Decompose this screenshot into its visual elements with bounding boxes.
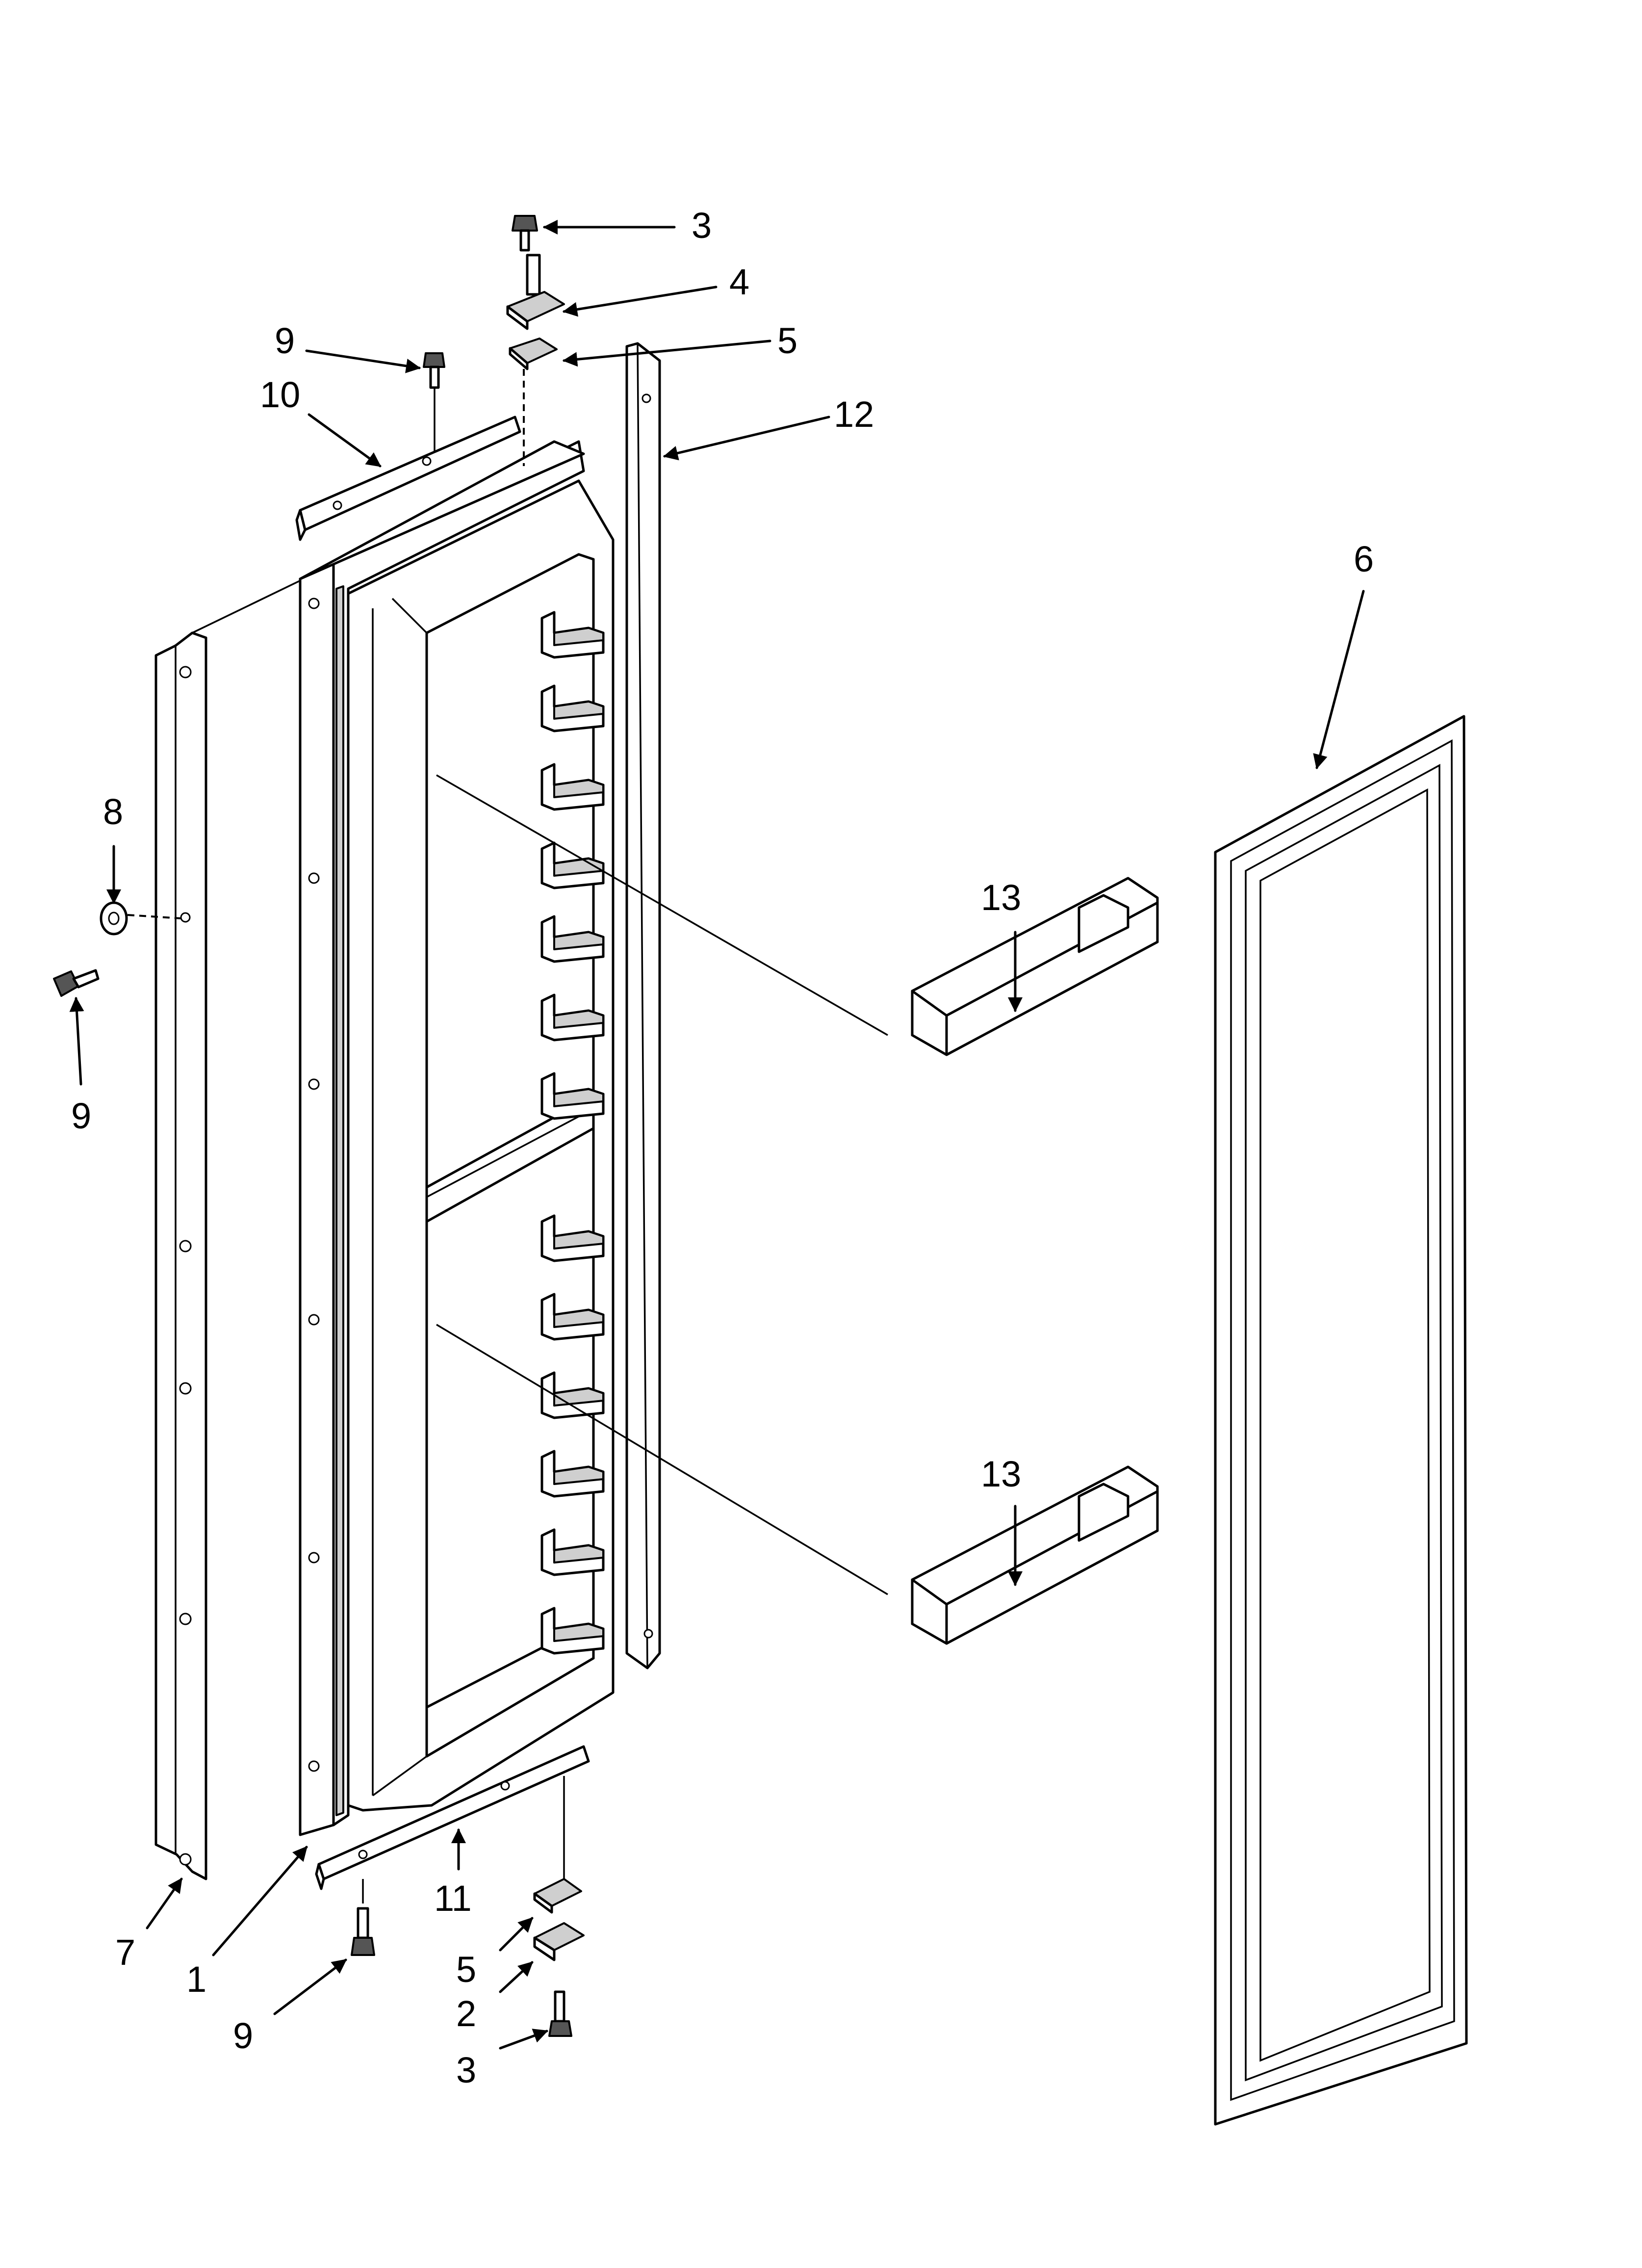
callout-5-top: 5: [777, 320, 797, 361]
callout-12: 12: [834, 394, 874, 435]
side-trim-panel: [154, 573, 314, 1880]
shelf-clip-face: [553, 1623, 604, 1642]
callout-1: 1: [186, 1959, 206, 2000]
bin-leader-upper: [436, 774, 888, 1036]
callout-3-top: 3: [692, 205, 712, 246]
bottom-bracket: [315, 1745, 590, 1890]
top-bracket: [295, 416, 521, 541]
bin-leader-lower: [436, 1324, 888, 1595]
callout-4: 4: [729, 261, 749, 302]
breaker-strip: [625, 342, 661, 1669]
leader-arrows: [69, 220, 1365, 2050]
shelf-clip-face: [553, 1230, 604, 1250]
callout-10: 10: [260, 374, 300, 415]
door-frame-assembly: [299, 440, 615, 1836]
callout-9-top: 9: [275, 320, 295, 361]
callout-11: 11: [434, 1878, 472, 1919]
shelf-clip-face: [553, 779, 604, 798]
shelf-clip-face: [553, 1309, 604, 1328]
callout-2: 2: [456, 1993, 476, 2034]
side-screw-washer: [53, 901, 182, 997]
door-bin-upper: [911, 877, 1159, 1056]
door-bin-lower: [911, 1465, 1159, 1645]
callout-8: 8: [103, 791, 123, 832]
callout-6: 6: [1354, 539, 1374, 579]
shelf-clip-face: [553, 1466, 604, 1485]
callout-13-lower: 13: [981, 1454, 1021, 1494]
callout-13-upper: 13: [981, 877, 1021, 918]
callout-labels: 3 4 5 9 10 12 6 8 9 13 13 7 1 11 9 5 2 3: [71, 205, 1374, 2090]
shelf-clip-face: [553, 931, 604, 950]
callout-9-bottom: 9: [233, 2015, 253, 2056]
callout-7: 7: [115, 1932, 135, 1973]
top-hinge-hardware: [423, 215, 565, 466]
shelf-clip-face: [553, 1088, 604, 1107]
door-gasket: [1214, 715, 1468, 2126]
shelf-clip-face: [553, 1387, 604, 1407]
shelf-clip-face: [553, 701, 604, 720]
callout-3-bottom: 3: [456, 2050, 476, 2090]
shelf-clip-face: [553, 1544, 604, 1564]
callout-9-left: 9: [71, 1095, 91, 1136]
shelf-clip-group: [540, 611, 605, 1655]
bottom-hinge-hardware: [351, 1776, 585, 2037]
shelf-clip-face: [553, 627, 604, 646]
callout-5-bottom: 5: [456, 1949, 476, 1990]
shelf-clip-face: [553, 1010, 604, 1029]
